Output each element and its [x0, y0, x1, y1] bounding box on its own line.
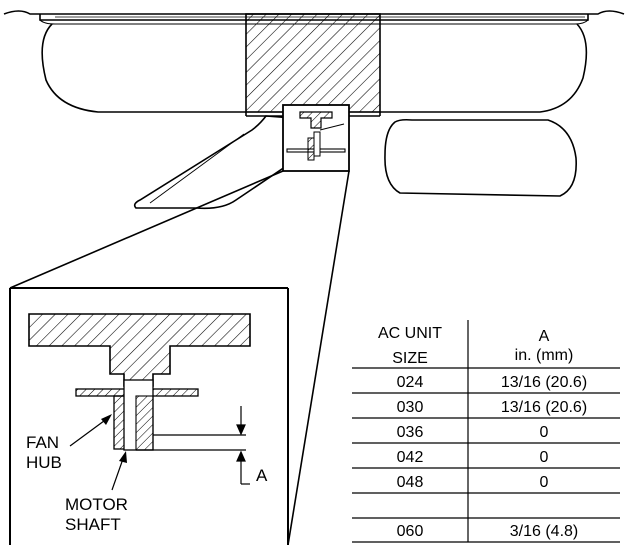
table-cell-a: 13/16 (20.6): [501, 399, 587, 416]
table-cell-a: 0: [540, 424, 549, 441]
motor-body: [245, 13, 381, 113]
motor-mount-section: [28, 313, 251, 387]
table-cell-size: 048: [397, 474, 424, 491]
detail-leader-lines: [9, 170, 350, 545]
table-row: 036 0: [397, 424, 549, 441]
motor-shaft-label-line1: MOTOR: [65, 495, 128, 514]
table-cell-a: 0: [540, 474, 549, 491]
table-cell-size: 060: [397, 523, 424, 540]
table-cell-a: 13/16 (20.6): [501, 374, 587, 391]
motor-shaft-callout: MOTOR SHAFT: [65, 451, 128, 534]
fan-hub-label-line2: HUB: [26, 453, 62, 472]
fan-hub-label-line1: FAN: [26, 433, 59, 452]
dimension-a-label: A: [256, 466, 268, 485]
table-row: 060 3/16 (4.8): [397, 523, 579, 540]
table-header-a-line2: in. (mm): [515, 347, 574, 364]
table-row: 024 13/16 (20.6): [397, 374, 587, 391]
motor-shaft-label-line2: SHAFT: [65, 515, 121, 534]
hub-inset-box: [282, 104, 350, 172]
fan-hub-callout: FAN HUB: [26, 414, 112, 472]
dimension-a-markers: [136, 406, 250, 485]
fan-blade-right: [384, 118, 577, 197]
table-cell-size: 030: [397, 399, 424, 416]
table-row: 042 0: [397, 449, 549, 466]
table-header-size-line1: AC UNIT: [378, 325, 442, 342]
table-header-a-line1: A: [539, 328, 550, 345]
motor-shaft-inner: [135, 395, 154, 451]
dimension-table: [352, 320, 620, 543]
detail-view-frame: [9, 287, 289, 545]
table-cell-size: 042: [397, 449, 424, 466]
table-cell-size: 036: [397, 424, 424, 441]
table-header-size-line2: SIZE: [392, 350, 428, 367]
table-cell-a: 0: [540, 449, 549, 466]
table-row: 048 0: [397, 474, 549, 491]
table-cell-size: 024: [397, 374, 424, 391]
table-cell-a: 3/16 (4.8): [510, 523, 578, 540]
table-row: 030 13/16 (20.6): [397, 399, 587, 416]
